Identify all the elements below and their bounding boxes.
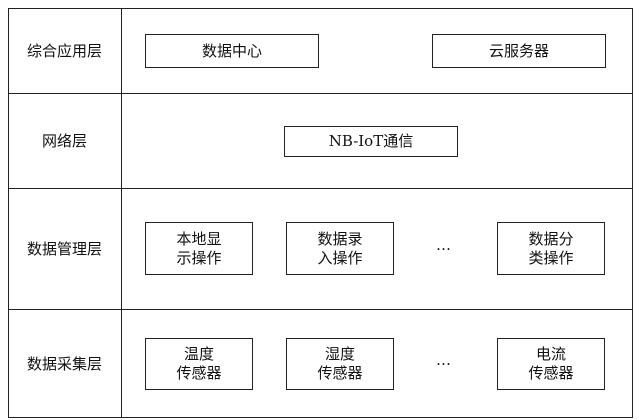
label-column-divider bbox=[121, 8, 122, 418]
box-temperature-sensor: 温度 传感器 bbox=[145, 338, 253, 390]
box-data-classify-line1: 数据分 bbox=[528, 229, 574, 248]
layer-label-network: 网络层 bbox=[41, 132, 87, 150]
box-data-center: 数据中心 bbox=[145, 34, 319, 68]
box-local-display-line2: 示操作 bbox=[176, 248, 222, 267]
box-temperature-sensor-line2: 传感器 bbox=[176, 364, 222, 382]
box-humidity-sensor-line2: 传感器 bbox=[317, 364, 363, 382]
layer-label-application: 综合应用层 bbox=[26, 42, 102, 60]
diagram-frame bbox=[8, 8, 633, 418]
box-local-display: 本地显 示操作 bbox=[145, 222, 253, 275]
box-data-entry-line1: 数据录 bbox=[317, 229, 363, 248]
box-nbiot: NB-IoT通信 bbox=[284, 126, 458, 157]
box-cloud-server: 云服务器 bbox=[432, 34, 606, 68]
ellipsis-management: … bbox=[436, 236, 452, 254]
box-data-classify-line2: 类操作 bbox=[528, 248, 574, 267]
box-cloud-server-text: 云服务器 bbox=[488, 41, 549, 60]
box-current-sensor-line1: 电流 bbox=[535, 345, 566, 363]
box-current-sensor-line2: 传感器 bbox=[528, 364, 574, 382]
row-divider-1 bbox=[8, 93, 633, 94]
box-local-display-line1: 本地显 bbox=[176, 229, 222, 248]
box-data-classify: 数据分 类操作 bbox=[497, 222, 605, 275]
box-data-center-text: 数据中心 bbox=[201, 41, 262, 60]
box-data-entry-line2: 入操作 bbox=[317, 248, 363, 267]
box-humidity-sensor: 湿度 传感器 bbox=[286, 338, 394, 390]
layer-label-data-management: 数据管理层 bbox=[26, 240, 102, 258]
box-data-entry: 数据录 入操作 bbox=[286, 222, 394, 275]
box-humidity-sensor-line1: 湿度 bbox=[324, 345, 355, 363]
box-current-sensor: 电流 传感器 bbox=[497, 338, 605, 390]
layer-label-data-acquisition: 数据采集层 bbox=[26, 355, 102, 373]
box-temperature-sensor-line1: 温度 bbox=[183, 345, 214, 363]
row-divider-3 bbox=[8, 309, 633, 310]
box-nbiot-text: NB-IoT通信 bbox=[328, 132, 414, 150]
row-divider-2 bbox=[8, 188, 633, 189]
ellipsis-acquisition: … bbox=[436, 351, 452, 369]
